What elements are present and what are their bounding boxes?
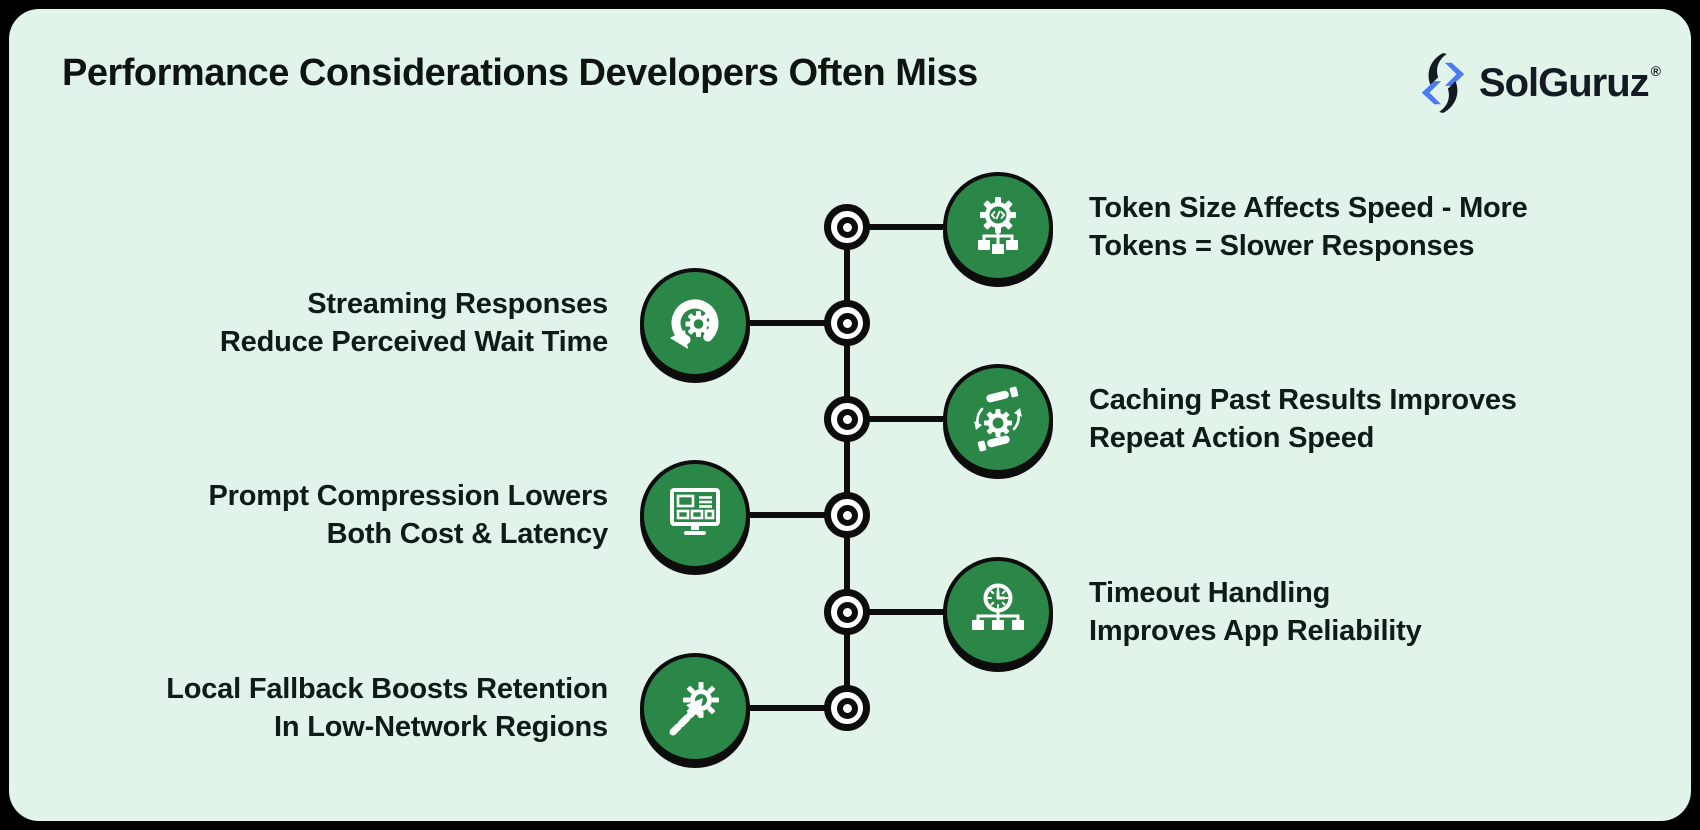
item-label: Timeout Handling Improves App Reliabilit… xyxy=(1089,574,1669,650)
item-label-line: Both Cost & Latency xyxy=(326,518,609,550)
item-label-line: Streaming Responses xyxy=(307,288,608,320)
item-label-line: Local Fallback Boosts Retention xyxy=(166,673,608,705)
item-label-line: Token Size Affects Speed - More xyxy=(1089,192,1528,224)
item-label-line: Caching Past Results Improves xyxy=(1089,384,1517,416)
timeline-spine xyxy=(844,227,850,708)
brand-logo: SolGuruz ® xyxy=(1414,48,1661,118)
brand-name: SolGuruz ® xyxy=(1478,60,1661,106)
item-label-line: Repeat Action Speed xyxy=(1089,422,1375,454)
item-label: Caching Past Results Improves Repeat Act… xyxy=(1089,381,1669,457)
timeline-node xyxy=(824,685,870,731)
item-icon-badge xyxy=(640,268,750,378)
connector-line xyxy=(695,705,847,711)
item-icon-badge xyxy=(943,364,1053,474)
timeout-clock-icon xyxy=(972,583,1024,630)
timeline-node-dot xyxy=(836,216,858,238)
item-icon-badge xyxy=(640,460,750,570)
timeline-node-dot xyxy=(836,312,858,334)
item-label-line: Improves App Reliability xyxy=(1089,615,1422,647)
brand-name-text: SolGuruz xyxy=(1478,60,1650,105)
item-icon-badge xyxy=(943,557,1053,667)
timeline-node xyxy=(824,204,870,250)
connector-line xyxy=(695,320,847,326)
timeline-node-dot xyxy=(836,697,858,719)
local-fallback-boost-icon xyxy=(669,682,719,736)
timeline-node-dot xyxy=(836,601,858,623)
item-label-line: Timeout Handling xyxy=(1089,577,1331,609)
item-label: Token Size Affects Speed - More Tokens =… xyxy=(1089,189,1669,265)
timeline-node xyxy=(824,492,870,538)
registered-trademark: ® xyxy=(1650,62,1661,79)
caching-hands-gear-icon xyxy=(974,386,1022,452)
item-icon-badge xyxy=(943,172,1053,282)
connector-line xyxy=(695,512,847,518)
connector-line xyxy=(847,416,998,422)
connector-line xyxy=(847,609,998,615)
solguruz-logo-icon xyxy=(1421,53,1465,113)
connector-line xyxy=(847,224,998,230)
item-icon-badge xyxy=(640,653,750,763)
item-label-line: Reduce Perceived Wait Time xyxy=(219,326,608,358)
item-label: Local Fallback Boosts Retention In Low-N… xyxy=(88,670,608,746)
timeline-node-dot xyxy=(836,408,858,430)
item-label: Streaming Responses Reduce Perceived Wai… xyxy=(88,285,608,361)
timeline-node xyxy=(824,589,870,635)
page-title: Performance Considerations Developers Of… xyxy=(62,52,978,94)
streaming-refresh-gear-icon xyxy=(670,299,719,349)
timeline-node xyxy=(824,396,870,442)
timeline-node-dot xyxy=(836,504,858,526)
item-label-line: Prompt Compression Lowers xyxy=(208,480,609,512)
timeline-node xyxy=(824,300,870,346)
item-label: Prompt Compression Lowers Both Cost & La… xyxy=(88,477,609,553)
prompt-compression-monitor-icon xyxy=(670,488,720,535)
token-gear-code-icon xyxy=(978,197,1018,254)
item-label-line: Tokens = Slower Responses xyxy=(1089,230,1475,262)
item-label-line: In Low-Network Regions xyxy=(274,711,608,743)
